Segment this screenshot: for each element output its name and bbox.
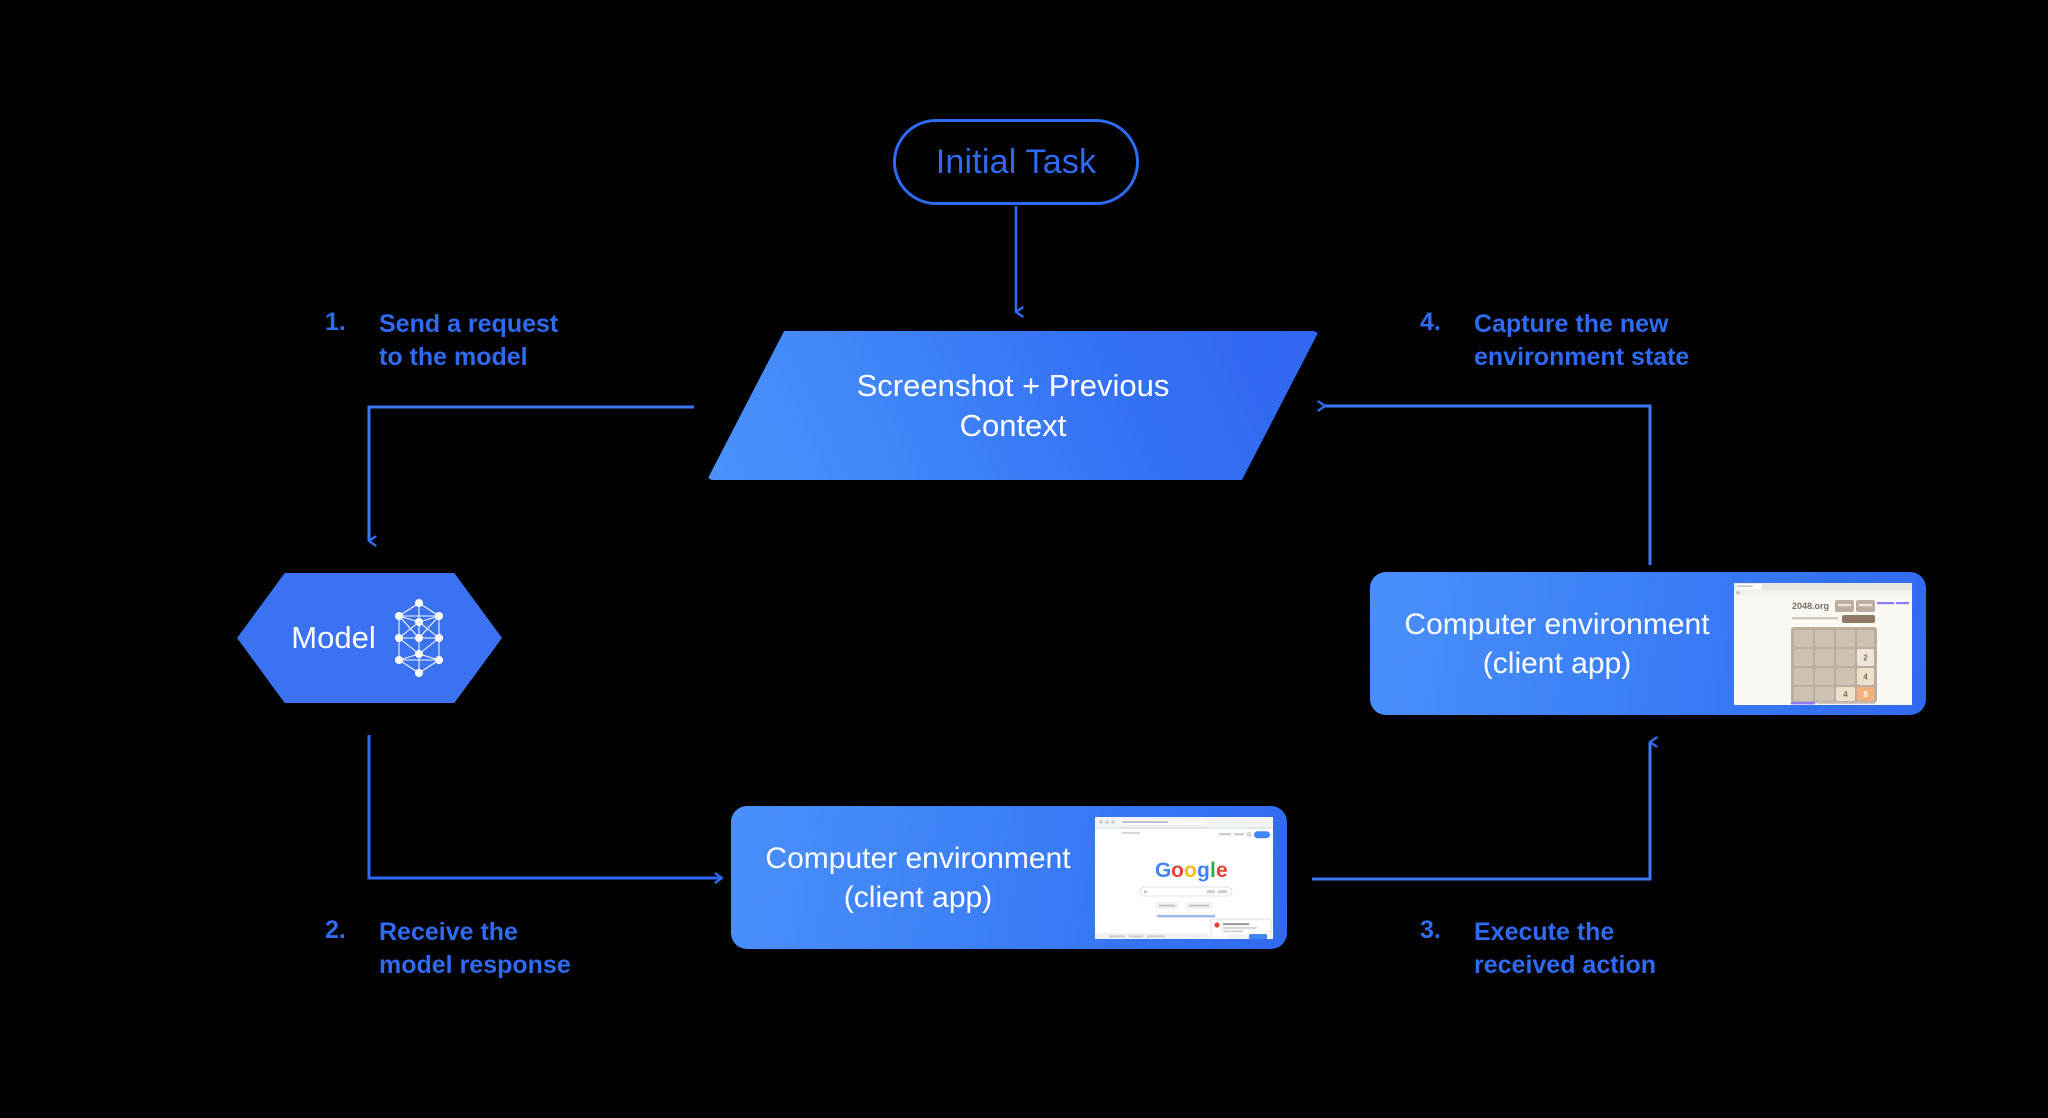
env-card-top-thumbnail-wrap: 2048.org [1734, 582, 1912, 705]
env-card-top-caption: Computer environment (client app) [1370, 605, 1734, 683]
step-1-label: 1. Send a request to the model [325, 308, 625, 374]
step-4-label: 4. Capture the new environment state [1420, 308, 1750, 374]
env-card-bottom-thumbnail-wrap: G o o g l e [1095, 816, 1273, 939]
step-2-text: Receive the model response [379, 918, 571, 979]
context-node[interactable]: Screenshot + Previous Context [707, 331, 1319, 480]
svg-text:4: 4 [1863, 672, 1868, 681]
env-card-top-line1: Computer environment [1404, 607, 1710, 641]
env-card-top-line2: (client app) [1482, 646, 1632, 680]
env-card-bottom[interactable]: Computer environment (client app) [731, 806, 1287, 949]
step-4-text: Capture the new environment state [1474, 310, 1690, 371]
svg-text:g: g [1197, 859, 1210, 882]
svg-text:4: 4 [1843, 690, 1848, 699]
arrow-step-4-env-to-context [1325, 406, 1652, 565]
step-1-number: 1. [325, 308, 346, 336]
step-3-text: Execute the received action [1474, 918, 1657, 979]
svg-text:8: 8 [1863, 690, 1868, 699]
svg-text:o: o [1171, 859, 1184, 882]
svg-text:2048.org: 2048.org [1792, 601, 1829, 611]
step-4-number: 4. [1420, 308, 1441, 336]
step-2-label: 2. Receive the model response [325, 916, 625, 982]
game-2048-screenshot-thumbnail: 2048.org [1734, 582, 1912, 705]
context-parallelogram-shape [707, 331, 1319, 480]
model-node[interactable]: Model [237, 573, 502, 703]
svg-text:l: l [1210, 859, 1216, 882]
env-card-top[interactable]: Computer environment (client app) 2048.o… [1370, 572, 1926, 715]
svg-text:2: 2 [1863, 653, 1868, 662]
arrow-step-3-env-to-env [1312, 742, 1650, 881]
env-card-bottom-caption: Computer environment (client app) [731, 839, 1095, 917]
svg-text:e: e [1216, 859, 1228, 882]
step-3-label: 3. Execute the received action [1420, 916, 1740, 982]
arrow-step-1-context-to-model [367, 405, 694, 541]
model-hexagon-shape [237, 573, 502, 703]
initial-task-label: Initial Task [935, 142, 1097, 181]
model-label: Model [291, 620, 376, 655]
step-3-number: 3. [1420, 916, 1441, 944]
env-card-bottom-line1: Computer environment [765, 841, 1071, 875]
model-content: Model [237, 573, 502, 703]
neural-network-icon [394, 599, 443, 677]
env-card-bottom-line2: (client app) [843, 880, 993, 914]
svg-text:G: G [1155, 859, 1171, 882]
svg-text:o: o [1184, 859, 1197, 882]
arrow-step-2-model-to-env [367, 735, 722, 878]
step-2-number: 2. [325, 916, 346, 944]
step-1-text: Send a request to the model [379, 310, 559, 371]
google-search-screenshot-thumbnail: G o o g l e [1095, 816, 1273, 939]
initial-task-node[interactable]: Initial Task [893, 119, 1139, 205]
